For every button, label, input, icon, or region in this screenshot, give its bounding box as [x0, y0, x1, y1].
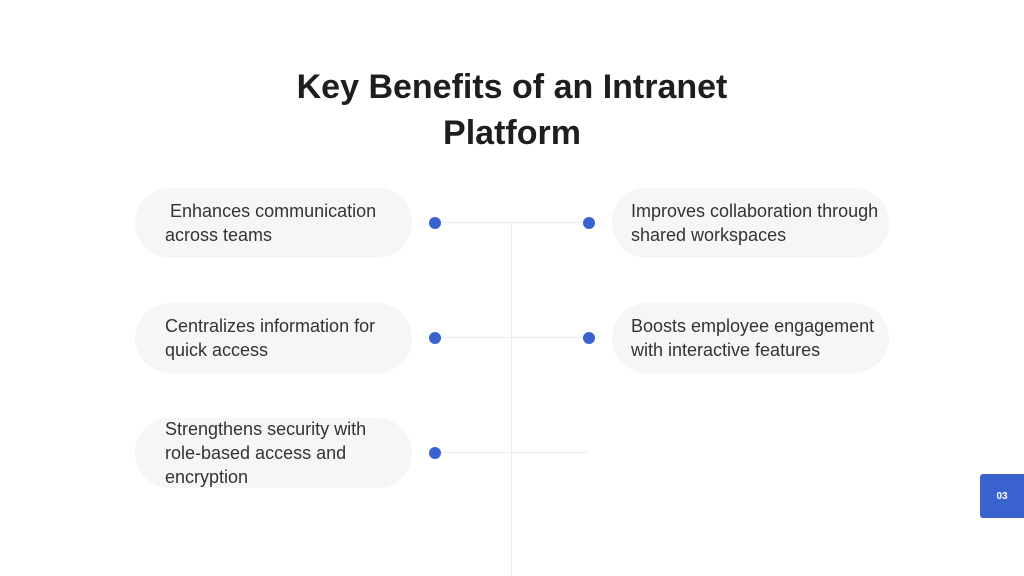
benefit-pill-left-3: Strengthens security with role-based acc… — [135, 418, 412, 488]
slide-title-wrapper: Key Benefits of an Intranet Platform — [0, 64, 1024, 156]
benefit-pill-right-1: Improves collaboration through shared wo… — [612, 188, 889, 258]
benefit-text: Centralizes information for quick access — [165, 316, 376, 360]
row-2-connector — [440, 337, 588, 338]
benefit-text: Strengthens security with role-based acc… — [165, 419, 367, 487]
left-3-dot — [429, 447, 441, 459]
benefit-pill-left-1: Enhances communication across teams — [135, 188, 412, 258]
benefit-text: Enhances communication across teams — [165, 201, 382, 245]
timeline-vertical-line — [511, 222, 512, 576]
left-1-dot — [429, 217, 441, 229]
slide-title: Key Benefits of an Intranet Platform — [296, 68, 728, 152]
benefit-pill-right-2: Boosts employee engagement with interact… — [612, 303, 889, 373]
row-1-connector — [440, 222, 588, 223]
benefit-pill-left-2: Centralizes information for quick access — [135, 303, 412, 373]
left-2-dot — [429, 332, 441, 344]
benefit-text: Boosts employee engagement with interact… — [631, 316, 875, 360]
row-3-connector — [440, 452, 588, 453]
benefit-text: Improves collaboration through shared wo… — [631, 201, 879, 245]
right-1-dot — [583, 217, 595, 229]
page-number-badge: 03 — [980, 474, 1024, 518]
right-2-dot — [583, 332, 595, 344]
